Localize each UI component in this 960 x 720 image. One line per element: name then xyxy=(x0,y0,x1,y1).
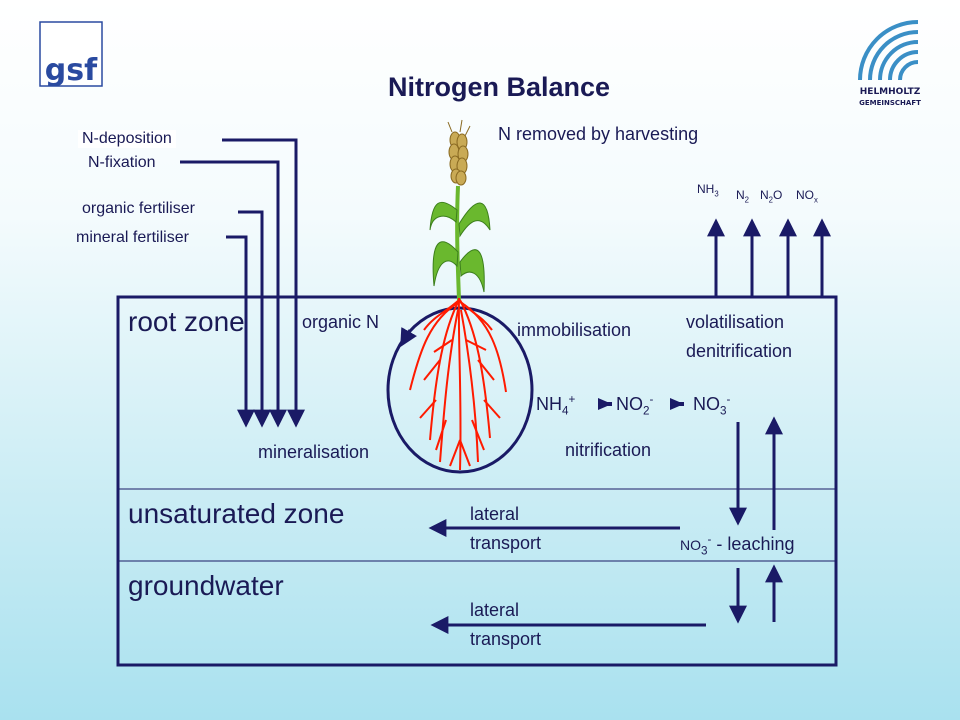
label-no2: NO2- xyxy=(616,393,654,418)
label-organic-fertiliser: organic fertiliser xyxy=(82,200,195,217)
label-lateral-2: lateral xyxy=(470,600,520,620)
wheat-ear xyxy=(448,131,469,186)
label-mineral-fertiliser: mineral fertiliser xyxy=(76,229,189,246)
label-no3: NO3- xyxy=(693,393,731,418)
cycle-arrowhead xyxy=(400,327,417,348)
label-n2o: N2O xyxy=(760,188,783,205)
label-nox: NOx xyxy=(796,188,818,205)
plant-roots xyxy=(409,297,507,471)
diagram-title: Nitrogen Balance xyxy=(387,72,611,102)
input-arrows xyxy=(180,138,305,428)
wheat-plant xyxy=(429,119,491,301)
label-nh3: NH3 xyxy=(697,182,719,199)
root-cycle-ellipse xyxy=(386,306,534,474)
soil-box xyxy=(116,295,838,667)
label-harvest: N removed by harvesting xyxy=(498,124,699,144)
label-mineralisation: mineralisation xyxy=(258,442,370,462)
label-transport-2: transport xyxy=(470,629,542,649)
label-volatilisation: volatilisation xyxy=(686,312,785,332)
label-nh4: NH4+ xyxy=(536,393,576,418)
helmholtz-logo-line2: GEMEINSCHAFT xyxy=(859,99,921,107)
gsf-logo: gsf xyxy=(39,21,103,88)
label-unsaturated-zone: unsaturated zone xyxy=(128,498,345,529)
nitrification-chain-arrows xyxy=(598,398,684,410)
label-groundwater: groundwater xyxy=(128,570,284,601)
label-n-deposition: N-deposition xyxy=(78,130,176,148)
helmholtz-logo xyxy=(858,20,919,81)
helmholtz-logo-line1: HELMHOLTZ xyxy=(860,87,921,97)
label-n2: N2 xyxy=(736,188,750,205)
label-transport-1: transport xyxy=(470,533,542,553)
label-leaching: NO3- - leaching xyxy=(680,533,795,558)
label-n-fixation: N-fixation xyxy=(88,154,156,171)
leaching-arrows xyxy=(729,416,783,624)
label-organic-n: organic N xyxy=(302,312,380,332)
label-root-zone: root zone xyxy=(128,306,245,337)
lateral-arrows xyxy=(428,519,706,634)
label-nitrification: nitrification xyxy=(565,440,652,460)
gsf-logo-text: gsf xyxy=(45,53,98,88)
label-lateral-1: lateral xyxy=(470,504,520,524)
label-immobilisation: immobilisation xyxy=(517,320,632,340)
gas-arrows xyxy=(707,218,831,297)
label-denitrification: denitrification xyxy=(686,341,793,361)
